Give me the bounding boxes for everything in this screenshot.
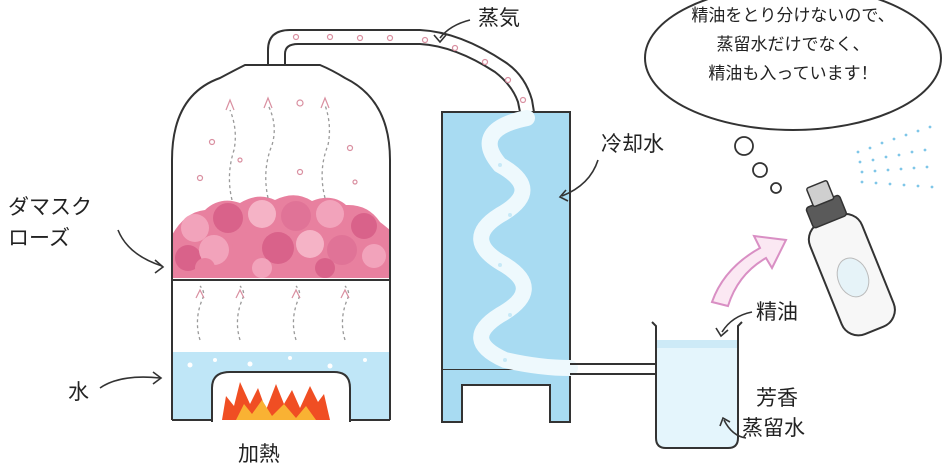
essential-oil-layer: [656, 340, 738, 348]
cooling-water-label: 冷却水: [601, 132, 664, 156]
thought-line2: 蒸留水だけでなく、: [716, 35, 870, 55]
steam-pipe: [267, 29, 535, 113]
hydrosol-label-line2: 蒸留水: [742, 416, 805, 440]
transfer-arrow: [710, 234, 788, 308]
steam-label: 蒸気: [478, 6, 520, 30]
heat-label: 加熱: [238, 442, 280, 466]
still-pot: [171, 64, 391, 422]
spray-mist: [856, 125, 934, 189]
rose-label-line2: ローズ: [8, 226, 70, 250]
collection-beaker: [651, 321, 743, 449]
cooling-water-tank: [441, 111, 571, 371]
essential-oil-label: 精油: [756, 300, 798, 324]
condenser: [441, 110, 578, 423]
hydrosol-pointer: [723, 419, 747, 439]
essential-oil-pointer: [721, 311, 753, 333]
steam-pointer: [439, 19, 471, 39]
spray-bottle: [805, 180, 896, 337]
cooling-water-pointer: [561, 159, 599, 197]
pot-outline: [171, 64, 391, 420]
water-label: 水: [68, 380, 89, 404]
hydrosol-label-line1: 芳香: [756, 386, 798, 410]
thought-line1: 精油をとり分けないので、: [691, 6, 895, 26]
thought-bubble: [644, 0, 942, 194]
damask-roses: [172, 195, 390, 278]
rose-pointer: [117, 229, 163, 267]
rose-label-line1: ダマスク: [8, 195, 92, 219]
thought-line3: 精油も入っています！: [708, 64, 878, 84]
water-pointer: [99, 376, 161, 389]
